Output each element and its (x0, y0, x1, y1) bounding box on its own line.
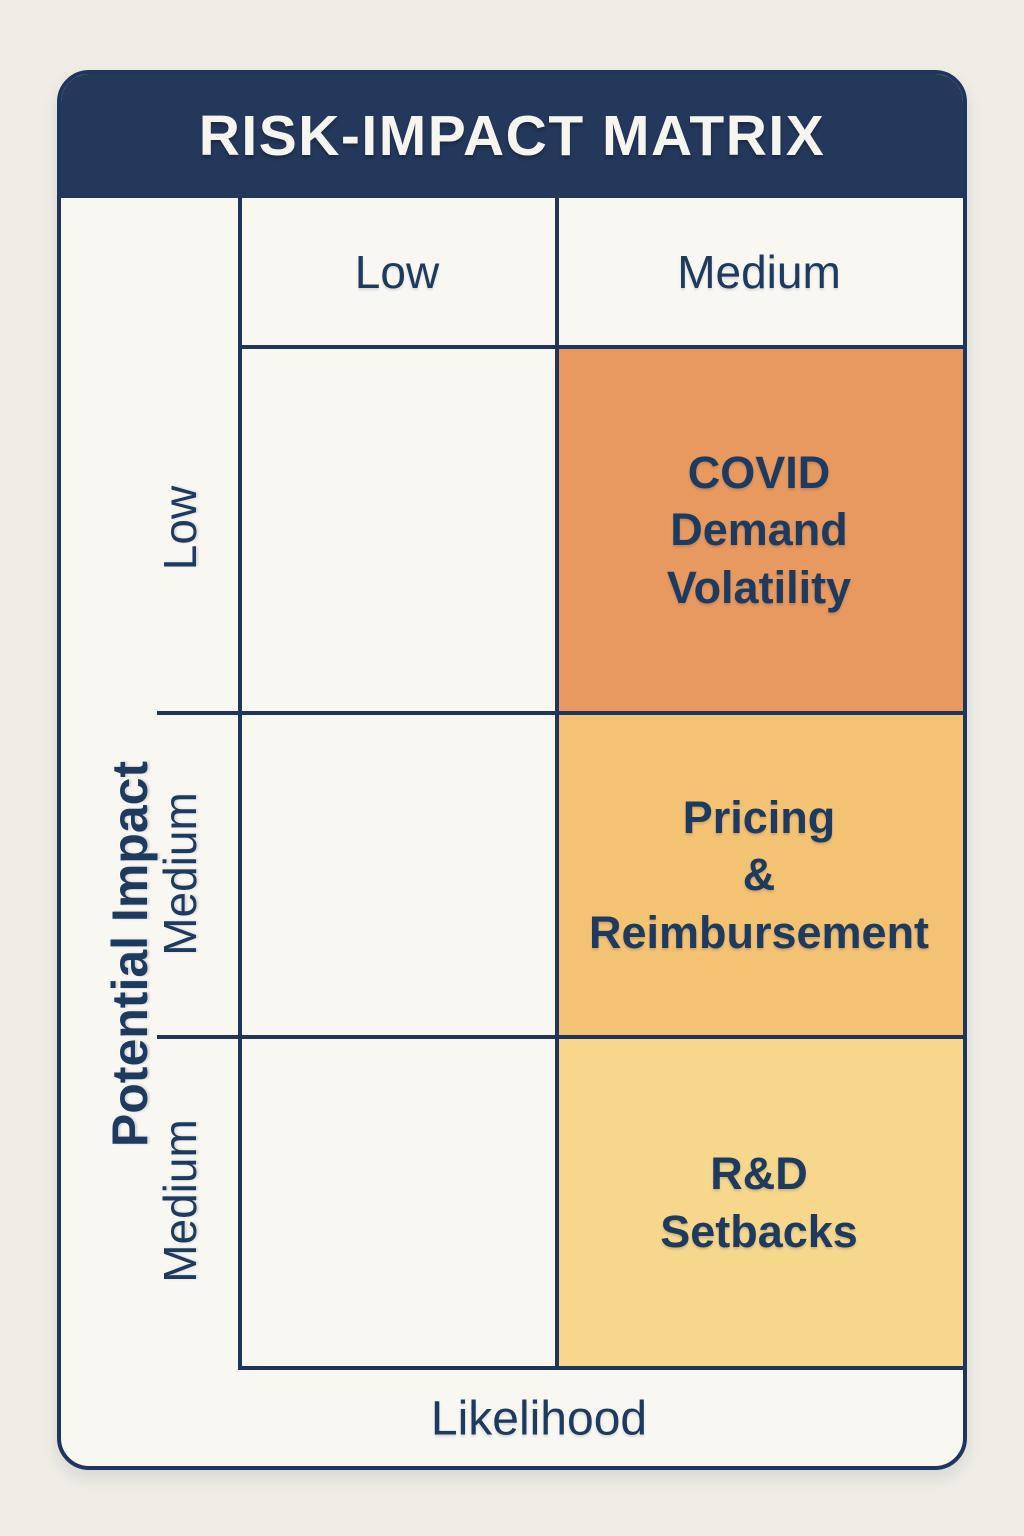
row-header-low: Low (154, 485, 206, 571)
grid-line-table-bottom (238, 1366, 963, 1370)
matrix-cell-label: Pricing & Reimbursement (588, 791, 930, 958)
column-header-low: Low (354, 246, 440, 298)
grid-line-vertical-left (238, 198, 242, 1368)
matrix-cell-empty-low-medium-2 (242, 1037, 555, 1368)
matrix-cell-pricing-reimbursement: Pricing & Reimbursement (555, 713, 963, 1037)
row-header-medium-1: Medium (154, 792, 206, 956)
grid-line-under-column-headers (238, 345, 963, 349)
matrix-cell-empty-low-low (242, 347, 555, 713)
grid-line-row-1-2 (157, 711, 963, 715)
matrix-cell-empty-low-medium (242, 713, 555, 1037)
matrix-cell-covid-demand-volatility: COVID Demand Volatility (555, 347, 963, 713)
matrix-title: RISK-IMPACT MATRIX (198, 104, 826, 168)
column-header-medium: Medium (677, 246, 841, 298)
matrix-cell-label: COVID Demand Volatility (666, 446, 852, 613)
grid-line-row-2-3 (157, 1035, 963, 1039)
y-axis-label-potential-impact: Potential Impact (102, 760, 158, 1148)
risk-matrix-card: RISK-IMPACT MATRIX COVID Demand Volatili… (57, 70, 967, 1470)
x-axis-label-likelihood: Likelihood (430, 1392, 648, 1446)
matrix-header-band: RISK-IMPACT MATRIX (61, 74, 963, 198)
matrix-cell-label: R&D Setbacks (660, 1147, 858, 1257)
grid-line-vertical-middle (555, 198, 559, 1368)
matrix-cell-rd-setbacks: R&D Setbacks (555, 1037, 963, 1368)
row-header-medium-2: Medium (154, 1119, 206, 1283)
